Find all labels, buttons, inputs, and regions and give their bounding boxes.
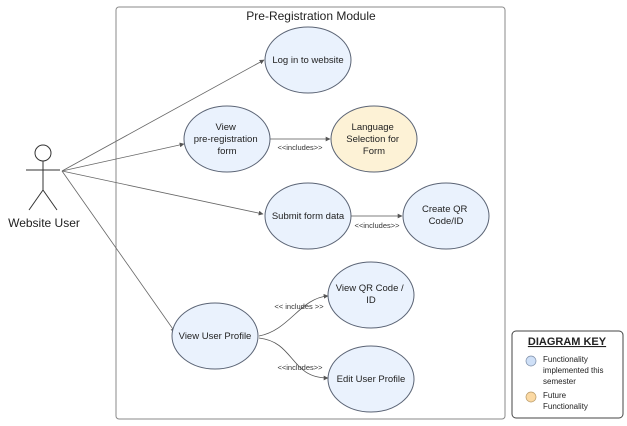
use-case-edit-profile: Edit User Profile bbox=[327, 345, 415, 413]
include-label-language: <<includes>> bbox=[277, 143, 323, 152]
use-case-view-qr: View QR Code / ID bbox=[327, 261, 415, 329]
actor-label: Website User bbox=[8, 216, 80, 230]
use-case-label: Create QR Code/ID bbox=[422, 204, 470, 227]
use-case-label: Submit form data bbox=[272, 211, 345, 222]
key-implemented-label: Functionality implemented this semester bbox=[543, 355, 606, 386]
use-case-shape bbox=[330, 105, 418, 173]
use-case-submit: Submit form data bbox=[264, 182, 352, 250]
key-box bbox=[511, 330, 624, 419]
assoc-view-form bbox=[61, 142, 185, 172]
key-implemented-swatch bbox=[525, 355, 537, 367]
system-title: Pre-Registration Module bbox=[246, 9, 376, 23]
diagram-key: DIAGRAM KEY Functionality implemented th… bbox=[511, 330, 624, 419]
use-case-view-form: View pre-registration form bbox=[183, 105, 271, 173]
include-label-view-qr: << includes >> bbox=[274, 302, 324, 311]
use-case-label: Edit User Profile bbox=[337, 374, 406, 385]
use-case-shape bbox=[264, 26, 352, 94]
include-label-edit-profile: <<includes>> bbox=[277, 363, 323, 372]
use-case-shape bbox=[264, 182, 352, 250]
actor-head bbox=[34, 144, 52, 162]
use-case-shape bbox=[183, 105, 271, 173]
assoc-view-profile bbox=[61, 170, 176, 333]
system-boundary bbox=[115, 6, 506, 420]
use-case-label: Log in to website bbox=[272, 55, 343, 66]
key-future-swatch bbox=[525, 391, 537, 403]
use-case-shape bbox=[327, 261, 415, 329]
include-relations bbox=[258, 136, 403, 381]
use-case-shape bbox=[327, 345, 415, 413]
actor-website-user: Website User bbox=[8, 144, 80, 230]
use-case-shape bbox=[171, 302, 259, 370]
key-future-label: Future Functionality bbox=[543, 391, 588, 411]
use-case-language: Language Selection for Form bbox=[330, 105, 418, 173]
use-case-label: View User Profile bbox=[179, 331, 252, 342]
key-title: DIAGRAM KEY bbox=[528, 336, 607, 348]
use-case-shape bbox=[402, 182, 490, 250]
associations bbox=[61, 59, 265, 333]
use-case-label: View QR Code / ID bbox=[336, 283, 407, 306]
include-line-edit-profile bbox=[258, 337, 329, 381]
use-case-login: Log in to website bbox=[264, 26, 352, 94]
include-label-create-qr: <<includes>> bbox=[354, 221, 400, 230]
use-case-create-qr: Create QR Code/ID bbox=[402, 182, 490, 250]
include-line-view-qr bbox=[258, 293, 329, 337]
use-case-label: View pre-registration form bbox=[194, 122, 261, 157]
assoc-submit bbox=[61, 170, 264, 216]
assoc-login bbox=[61, 59, 265, 172]
use-case-view-profile: View User Profile bbox=[171, 302, 259, 370]
use-case-label: Language Selection for Form bbox=[346, 122, 401, 157]
